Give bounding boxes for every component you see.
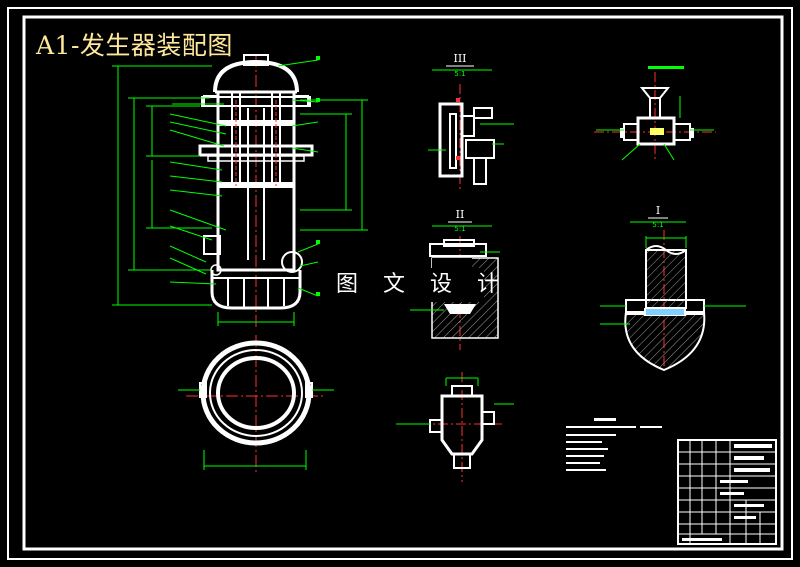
detail-III-scale: 5:1 <box>454 70 465 78</box>
top-nozzle <box>243 54 269 66</box>
heat-tubes <box>231 92 281 260</box>
detail-I-tube <box>645 249 687 309</box>
detail-III: III 5:1 <box>428 52 514 190</box>
bottom-right-circle <box>281 251 303 273</box>
nozzle-detail <box>396 372 514 482</box>
vessel-dimensions <box>112 65 368 326</box>
detail-II-scale: 5:1 <box>454 225 465 233</box>
title-block <box>677 439 777 545</box>
detail-II-label: II <box>456 208 465 221</box>
part-leaders-left <box>169 103 227 285</box>
detail-I: I 5:1 <box>600 204 746 372</box>
vessel-top-view <box>178 335 334 475</box>
watermark: 图 文 设 计 <box>336 268 499 302</box>
middle-flange <box>198 144 314 157</box>
detail-I-label: I <box>656 204 660 217</box>
nozzle-left-top <box>203 95 219 107</box>
detail-III-label: III <box>453 52 466 65</box>
outer-ring <box>200 340 312 446</box>
tube-sheet-top <box>218 120 294 126</box>
top-head <box>213 59 299 93</box>
nozzle-left-lower <box>203 235 221 255</box>
technical-notes <box>566 418 662 471</box>
vessel-front-view <box>112 54 368 330</box>
valve-weld-tag <box>650 128 664 135</box>
inner-border <box>22 15 784 551</box>
outer-border <box>7 7 793 560</box>
detail-I-base <box>624 311 706 372</box>
vessel-shell <box>216 90 296 272</box>
valve-detail <box>594 66 716 161</box>
tube-sheet-bottom <box>218 182 294 188</box>
detail-I-scale: 5:1 <box>652 221 663 229</box>
bottom-head <box>210 270 302 310</box>
inner-ring <box>216 356 296 430</box>
drawing-title: A1-发生器装配图 <box>36 31 233 60</box>
part-leaders-right <box>277 59 319 297</box>
